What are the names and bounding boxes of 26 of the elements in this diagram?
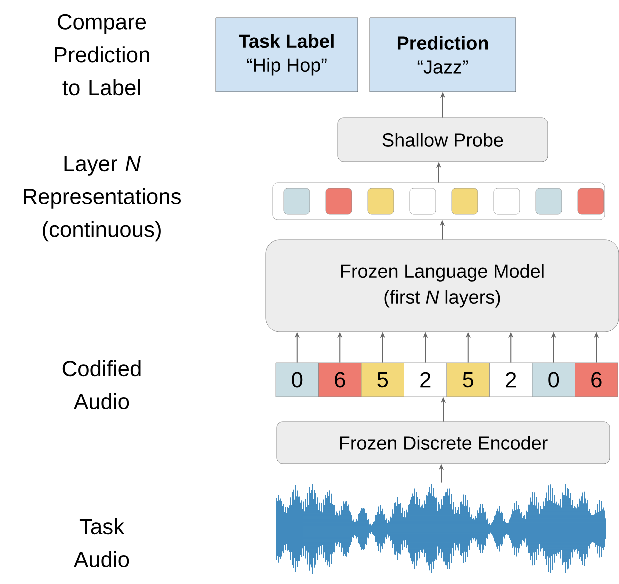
model-box: Frozen Language Model (first N layers) bbox=[266, 240, 619, 332]
row-label: Task Audio bbox=[74, 518, 130, 568]
representation-square bbox=[284, 188, 310, 215]
representation-square bbox=[410, 188, 436, 215]
row-label: Compare Prediction to Label bbox=[55, 14, 150, 96]
token-cell: 2 bbox=[404, 362, 448, 398]
label-box: Task Label “Hip Hop” bbox=[216, 18, 358, 92]
token-cell: 0 bbox=[276, 362, 319, 398]
representation-square bbox=[578, 188, 604, 215]
waveform-drawing bbox=[276, 484, 606, 574]
row-label: Codified Audio bbox=[62, 360, 141, 410]
representation-square bbox=[536, 188, 562, 215]
token-cell: 6 bbox=[318, 362, 362, 398]
row-label: Layer N Representations (continuous) bbox=[24, 156, 181, 242]
process-box: Shallow Probe bbox=[338, 118, 548, 162]
token-cell: 2 bbox=[490, 362, 533, 398]
representation-square bbox=[368, 188, 394, 215]
representation-square bbox=[452, 188, 478, 215]
label-box: Prediction “Jazz” bbox=[370, 18, 516, 92]
token-cell: 5 bbox=[446, 362, 490, 398]
representation-square bbox=[494, 188, 520, 215]
representation-square bbox=[326, 188, 352, 215]
token-cell: 0 bbox=[532, 362, 576, 398]
token-cell: 5 bbox=[361, 362, 404, 398]
process-box: Frozen Discrete Encoder bbox=[276, 422, 610, 464]
token-cell: 6 bbox=[575, 362, 618, 398]
